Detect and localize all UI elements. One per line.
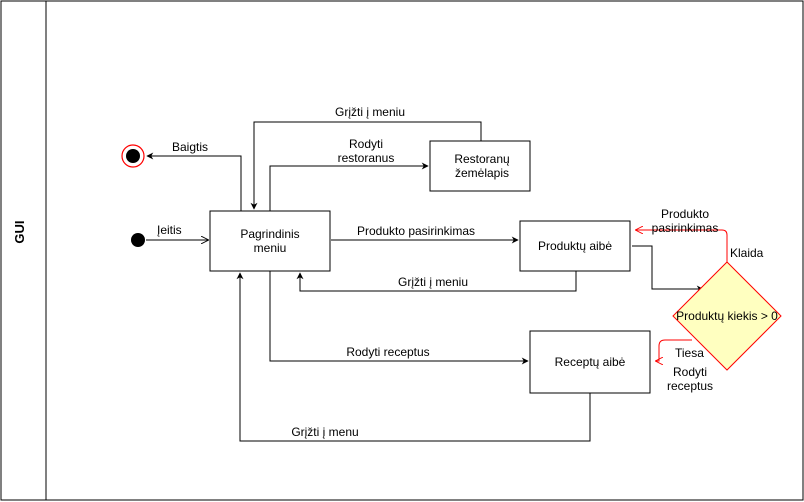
pool-label: GUI: [12, 220, 27, 243]
decision-product-count[interactable]: Produktų kiekis > 0: [672, 261, 782, 371]
edge-true: [656, 339, 692, 361]
state-recipe-set-label: Receptų aibė: [555, 355, 626, 369]
edge-label-true: Tiesa: [675, 346, 704, 360]
edge-label-back-from-recipes: Grįžti į menu: [291, 425, 358, 439]
edge-back-from-map: [250, 121, 482, 210]
edge-back-from-products: [296, 271, 577, 292]
edge-label-show-recipes: Rodyti receptus: [346, 345, 429, 359]
edge-label-product-selection: Produkto pasirinkimas: [357, 224, 475, 238]
decision-product-count-label: Produktų kiekis > 0: [676, 309, 778, 323]
edge-label-back-from-map: Grįžti į meniu: [335, 105, 405, 119]
edge-finish: [146, 152, 242, 211]
edge-label-enter: Įeitis: [157, 223, 182, 237]
initial-state: [131, 233, 145, 247]
edge-show-recipes: [269, 271, 529, 365]
state-product-set[interactable]: Produktų aibė: [519, 220, 631, 272]
edge-show-restaurants: [269, 162, 429, 211]
edge-to-decision: [632, 245, 704, 293]
edge-label-finish: Baigtis: [172, 140, 208, 154]
state-product-set-label: Produktų aibė: [538, 239, 612, 253]
final-state-core: [126, 149, 140, 163]
state-recipe-set[interactable]: Receptų aibė: [529, 330, 651, 394]
edge-label-back-from-products: Grįžti į meniu: [398, 275, 468, 289]
edge-error: [636, 230, 728, 262]
edge-label-error: Klaida: [730, 246, 764, 260]
edge-back-from-recipes: [236, 272, 591, 442]
